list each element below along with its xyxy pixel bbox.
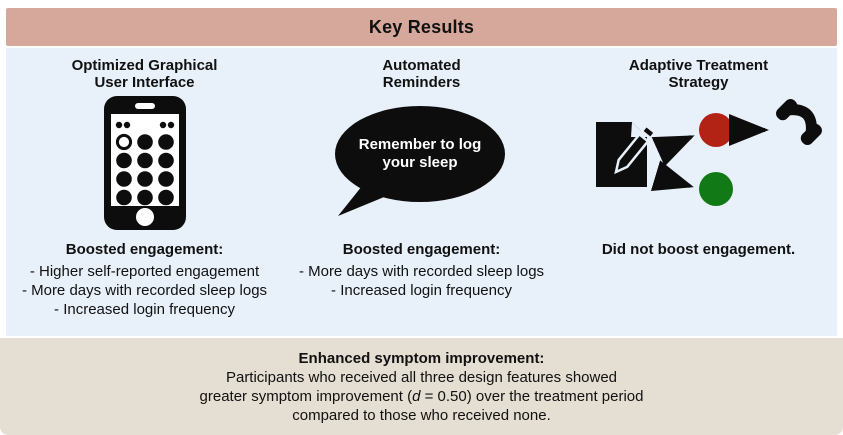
column-automated-reminders: Automated Reminders Remember to log your… (283, 48, 560, 336)
results-panel: Optimized Graphical User Interface Boost… (6, 48, 837, 336)
speech-bubble-shape (334, 106, 505, 216)
speech-bubble-icon: Remember to log your sleep (283, 91, 560, 235)
summary-text-line: Participants who received all three desi… (225, 368, 618, 386)
summary-text-segment: greater symptom improvement ( (199, 387, 413, 405)
column-heading: Adaptive Treatment Strategy (628, 57, 769, 91)
red-outcome-circle (698, 113, 733, 147)
bullet-list: - Higher self-reported engagement - More… (21, 263, 268, 318)
bullet-list: - More days with recorded sleep logs - I… (298, 263, 545, 299)
effect-size-symbol: d (412, 387, 421, 405)
document-pencil-icon (595, 122, 657, 187)
column-heading: Automated Reminders (382, 57, 461, 91)
column-adaptive-treatment: Adaptive Treatment Strategy (560, 48, 837, 336)
document-pencil-outcomes-handset-icon (560, 91, 837, 235)
column-heading: Optimized Graphical User Interface (71, 57, 218, 91)
arrow-to-green-icon (650, 160, 694, 191)
summary-text-line: greater symptom improvement (d = 0.50) o… (200, 387, 644, 406)
result-label: Did not boost engagement. (601, 241, 796, 258)
summary-heading: Enhanced symptom improvement: (298, 349, 545, 367)
arrow-to-red-icon (651, 135, 695, 167)
column-optimized-gui: Optimized Graphical User Interface Boost… (6, 48, 283, 336)
figure-title: Key Results (368, 16, 475, 37)
summary-text-line: compared to those who received none. (292, 406, 551, 424)
smartphone-keypad-icon (6, 91, 283, 235)
result-label: Boosted engagement: (65, 241, 224, 258)
bubble-text: Remember to log your sleep (358, 136, 482, 171)
adaptive-strategy-graphic (595, 99, 822, 206)
phone-handset-icon (775, 99, 822, 145)
key-results-banner: Key Results (6, 8, 837, 46)
result-label: Boosted engagement: (342, 241, 501, 258)
summary-panel: Enhanced symptom improvement: Participan… (0, 338, 843, 435)
green-outcome-circle (698, 172, 733, 206)
summary-text-segment: = 0.50) over the treatment period (420, 387, 644, 405)
smartphone-icon (103, 96, 186, 230)
